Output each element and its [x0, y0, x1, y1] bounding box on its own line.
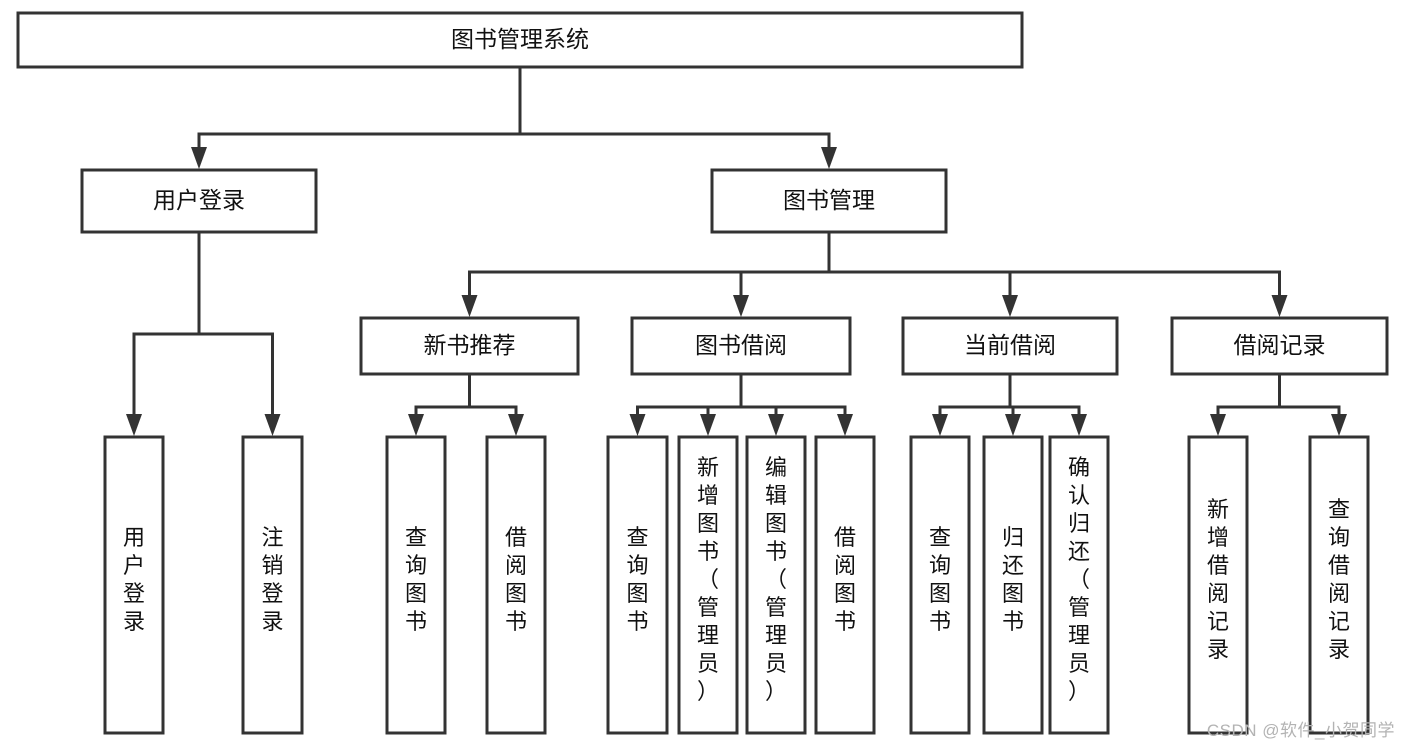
node-box-leaf-query-book-borrow[interactable] [606, 435, 669, 735]
node-label-leaf-add-borrow-record: 新增借阅记录 [1207, 497, 1229, 662]
arrow-head-book-borrow-to-leaf-add-book-admin [700, 414, 716, 436]
arrow-head-user-login-to-leaf-user-login [126, 414, 142, 436]
node-box-user-login[interactable] [80, 168, 318, 234]
node-label-leaf-confirm-return-admin: 确认归还（管理员） [1068, 455, 1090, 704]
node-label-leaf-return-book: 归还图书 [1002, 525, 1024, 634]
node-root[interactable]: 图书管理系统 [16, 11, 1024, 69]
node-leaf-add-book-admin[interactable]: 新增图书（管理员） [677, 435, 739, 735]
node-new-book-recommend[interactable]: 新书推荐 [359, 316, 580, 376]
node-box-root[interactable] [16, 11, 1024, 69]
node-leaf-user-login[interactable]: 用户登录 [103, 435, 165, 735]
node-leaf-borrow-book-recommend[interactable]: 借阅图书 [485, 435, 547, 735]
node-label-new-book-recommend: 新书推荐 [424, 332, 516, 358]
node-label-book-borrow: 图书借阅 [695, 332, 787, 358]
node-box-book-management[interactable] [710, 168, 948, 234]
arrow-head-book-borrow-to-leaf-edit-book-admin [768, 414, 784, 436]
node-label-leaf-query-book-current: 查询图书 [929, 525, 951, 634]
node-box-leaf-add-borrow-record[interactable] [1187, 435, 1249, 735]
arrow-head-current-borrow-to-leaf-query-book-current [932, 414, 948, 436]
node-leaf-add-borrow-record[interactable]: 新增借阅记录 [1187, 435, 1249, 735]
arrow-head-new-book-recommend-to-leaf-query-book-recommend [408, 414, 424, 436]
arrow-head-book-borrow-to-leaf-query-book-borrow [629, 414, 646, 436]
arrow-head-root-to-book-management [821, 147, 837, 169]
node-box-borrow-records[interactable] [1170, 316, 1389, 376]
node-label-current-borrow: 当前借阅 [964, 332, 1056, 358]
node-book-borrow[interactable]: 图书借阅 [630, 316, 852, 376]
node-borrow-records[interactable]: 借阅记录 [1170, 316, 1389, 376]
arrow-head-book-management-to-new-book-recommend [461, 295, 478, 317]
node-leaf-edit-book-admin[interactable]: 编辑图书（管理员） [745, 435, 807, 735]
node-box-book-borrow[interactable] [630, 316, 852, 376]
node-box-leaf-borrow-book-recommend[interactable] [485, 435, 547, 735]
node-leaf-confirm-return-admin[interactable]: 确认归还（管理员） [1048, 435, 1110, 735]
node-label-leaf-query-book-recommend: 查询图书 [405, 525, 427, 634]
node-current-borrow[interactable]: 当前借阅 [901, 316, 1119, 376]
node-box-leaf-return-book[interactable] [982, 435, 1044, 735]
node-box-leaf-query-borrow-record[interactable] [1308, 435, 1370, 735]
node-leaf-query-borrow-record[interactable]: 查询借阅记录 [1308, 435, 1370, 735]
node-label-user-login: 用户登录 [153, 187, 245, 213]
arrow-head-root-to-user-login [191, 147, 207, 169]
node-leaf-query-book-borrow[interactable]: 查询图书 [606, 435, 669, 735]
node-box-leaf-edit-book-admin[interactable] [745, 435, 807, 735]
arrow-head-book-borrow-to-leaf-borrow-book [837, 414, 853, 436]
nodes-layer: 图书管理系统用户登录图书管理新书推荐图书借阅当前借阅借阅记录用户登录注销登录查询… [16, 11, 1389, 735]
node-leaf-query-book-recommend[interactable]: 查询图书 [385, 435, 447, 735]
node-box-leaf-logout-login[interactable] [241, 435, 304, 735]
node-leaf-query-book-current[interactable]: 查询图书 [909, 435, 971, 735]
node-label-leaf-add-book-admin: 新增图书（管理员） [697, 455, 719, 704]
node-label-leaf-query-borrow-record: 查询借阅记录 [1328, 497, 1350, 662]
node-box-current-borrow[interactable] [901, 316, 1119, 376]
node-label-leaf-borrow-book-recommend: 借阅图书 [505, 525, 527, 634]
connectors-layer [126, 65, 1347, 436]
node-leaf-borrow-book[interactable]: 借阅图书 [814, 435, 876, 735]
node-label-leaf-query-book-borrow: 查询图书 [626, 525, 648, 634]
arrow-head-book-management-to-current-borrow [1002, 295, 1018, 317]
node-leaf-logout-login[interactable]: 注销登录 [241, 435, 304, 735]
arrow-head-book-management-to-book-borrow [733, 295, 749, 317]
node-label-root: 图书管理系统 [451, 26, 589, 52]
arrow-head-borrow-records-to-leaf-add-borrow-record [1210, 414, 1226, 436]
csdn-watermark: CSDN @软件_小贺同学 [1206, 721, 1395, 740]
node-user-login[interactable]: 用户登录 [80, 168, 318, 234]
node-box-leaf-query-book-current[interactable] [909, 435, 971, 735]
arrow-head-user-login-to-leaf-logout-login [264, 414, 281, 436]
node-label-borrow-records: 借阅记录 [1234, 332, 1326, 358]
node-label-leaf-edit-book-admin: 编辑图书（管理员） [765, 455, 787, 704]
arrow-head-new-book-recommend-to-leaf-borrow-book-recommend [508, 414, 524, 436]
node-box-leaf-user-login[interactable] [103, 435, 165, 735]
node-box-leaf-borrow-book[interactable] [814, 435, 876, 735]
node-label-leaf-logout-login: 注销登录 [261, 525, 283, 634]
arrow-head-borrow-records-to-leaf-query-borrow-record [1331, 414, 1347, 436]
node-book-management[interactable]: 图书管理 [710, 168, 948, 234]
node-label-book-management: 图书管理 [783, 187, 875, 213]
node-box-leaf-confirm-return-admin[interactable] [1048, 435, 1110, 735]
arrow-head-current-borrow-to-leaf-confirm-return-admin [1071, 414, 1087, 436]
node-label-leaf-user-login: 用户登录 [123, 525, 145, 634]
node-box-leaf-query-book-recommend[interactable] [385, 435, 447, 735]
arrow-head-book-management-to-borrow-records [1271, 295, 1288, 317]
node-box-leaf-add-book-admin[interactable] [677, 435, 739, 735]
node-box-new-book-recommend[interactable] [359, 316, 580, 376]
arrow-head-current-borrow-to-leaf-return-book [1005, 414, 1021, 436]
node-label-leaf-borrow-book: 借阅图书 [834, 525, 856, 634]
node-leaf-return-book[interactable]: 归还图书 [982, 435, 1044, 735]
